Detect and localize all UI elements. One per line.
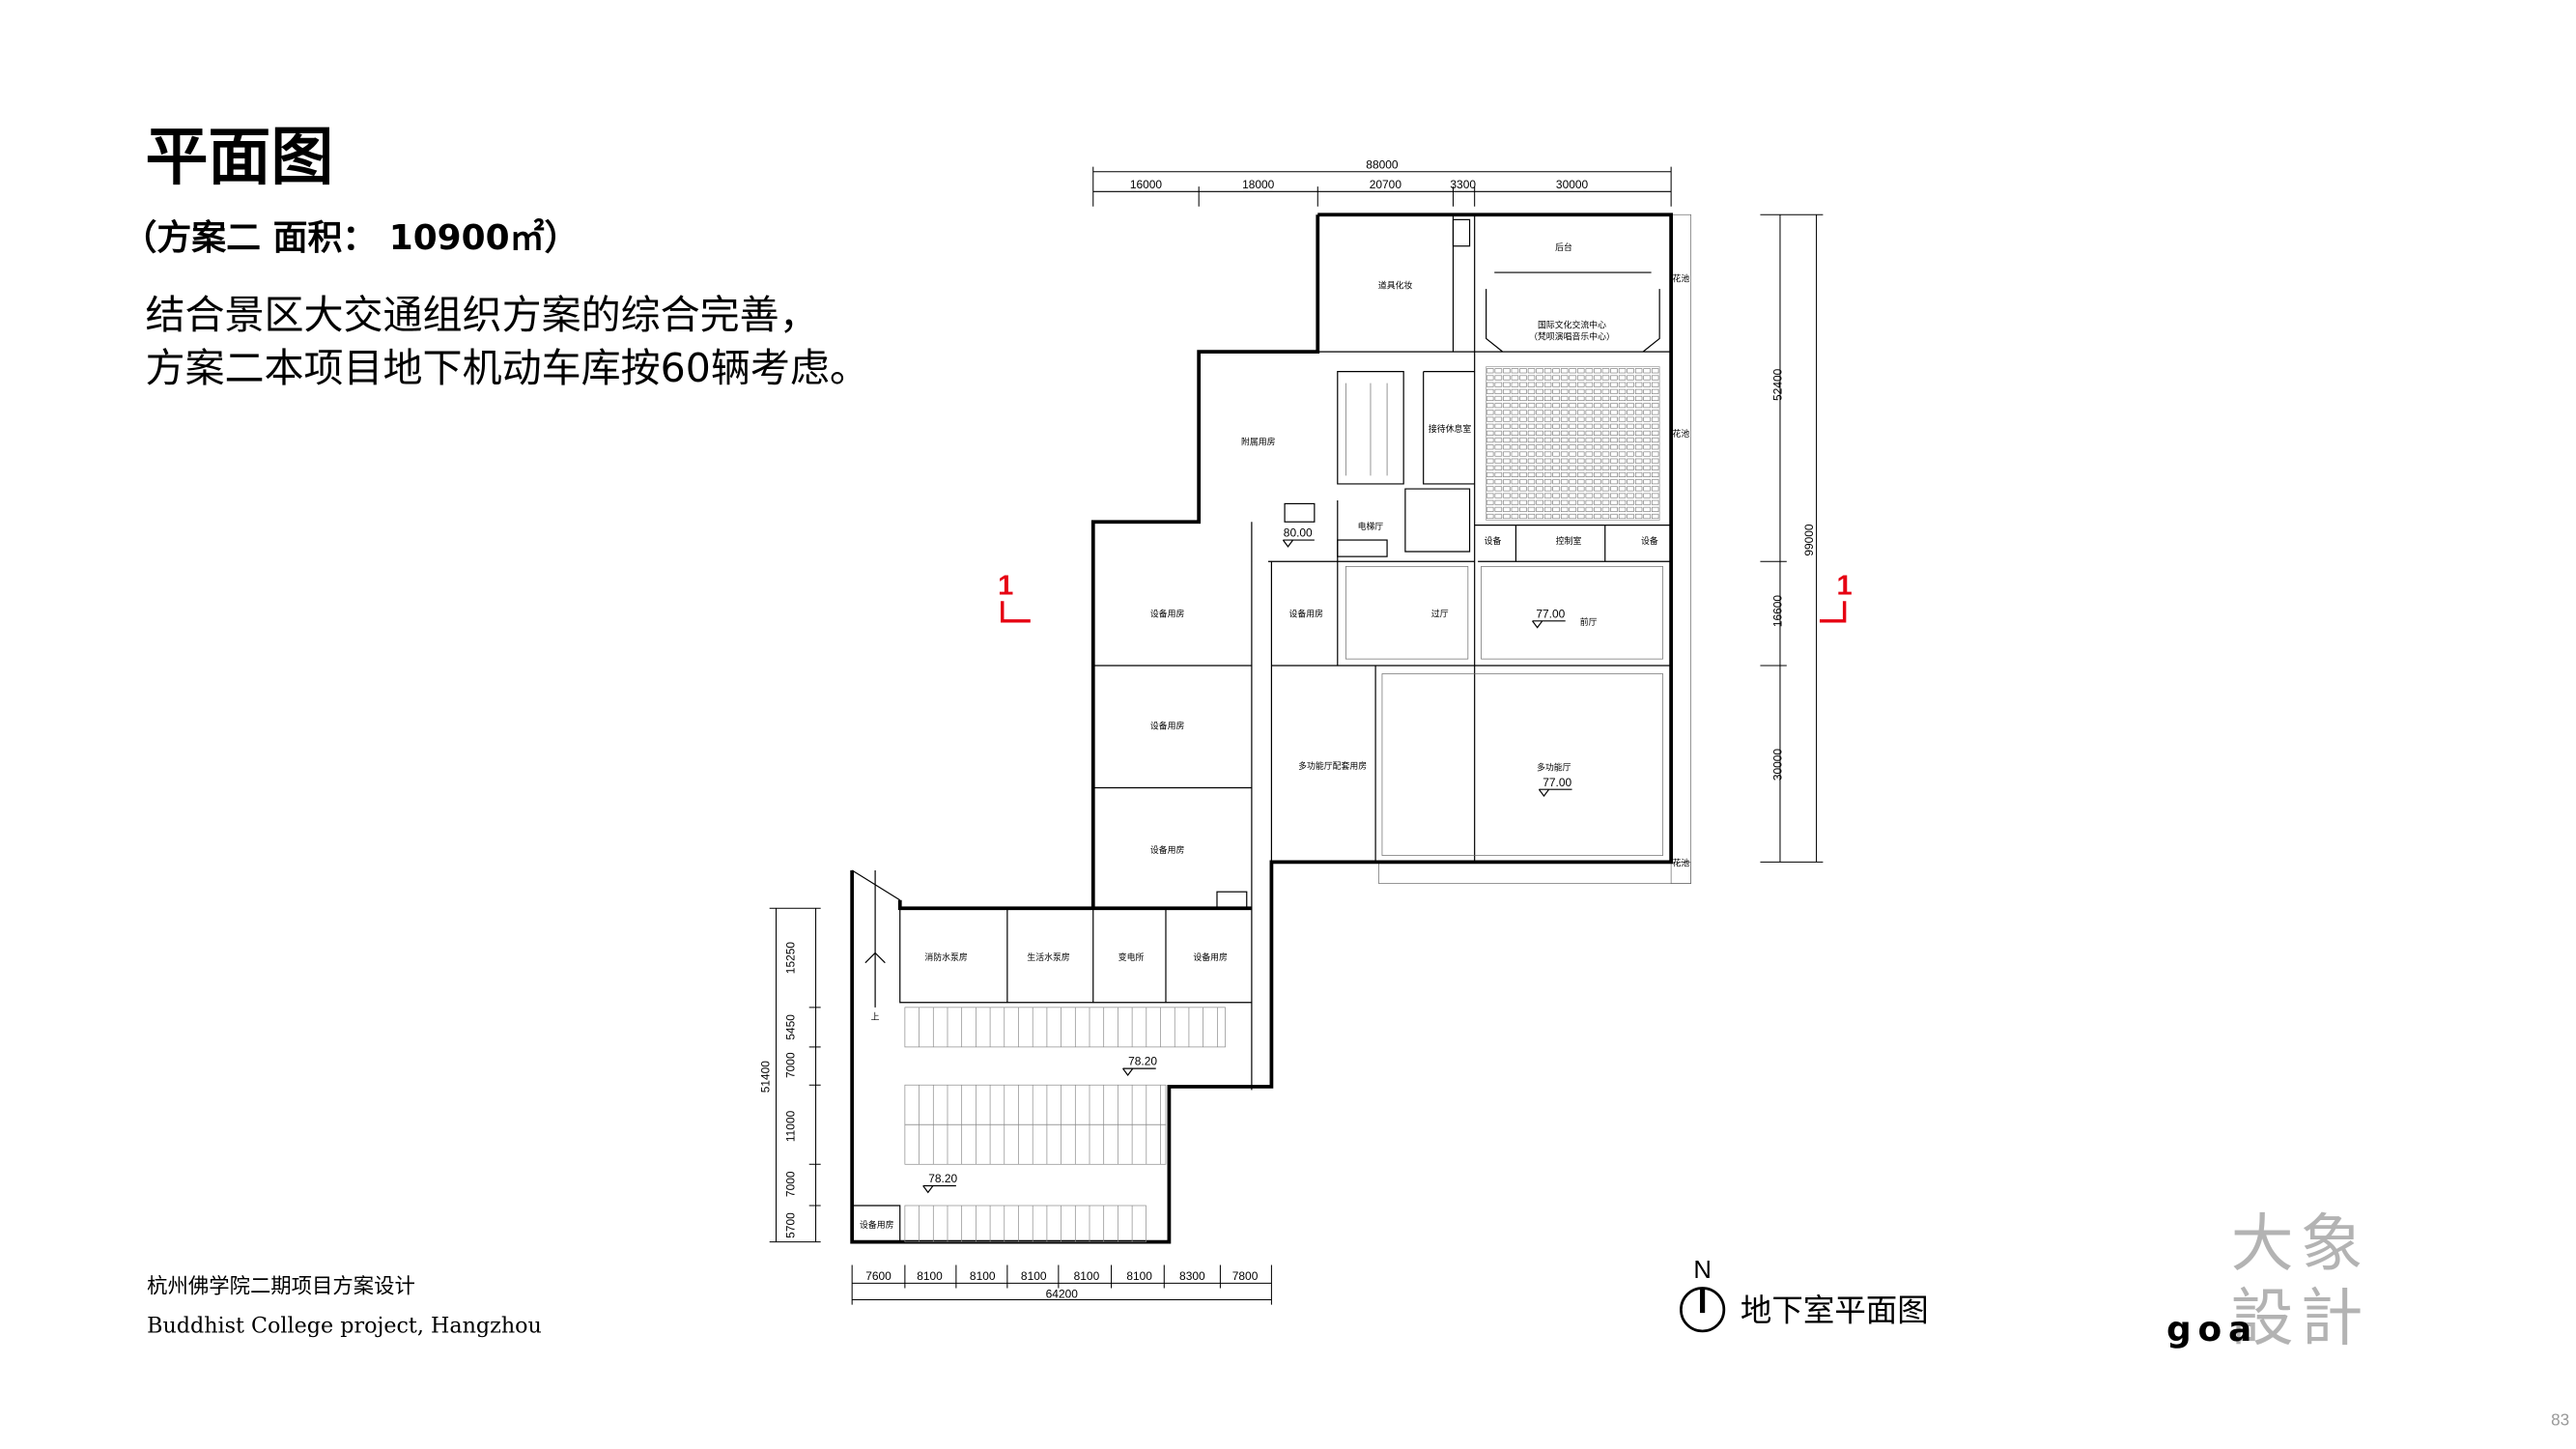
room-equipment-a: 设备 (1485, 535, 1502, 547)
room-backstage: 后台 (1555, 242, 1572, 253)
room-equipment-2: 设备用房 (1289, 608, 1324, 619)
planter-3: 花池 (1673, 858, 1690, 869)
room-front-hall: 前厅 (1580, 616, 1598, 628)
level-mark: 77.00 (1532, 607, 1566, 629)
svg-text:16600: 16600 (1771, 595, 1785, 628)
parking-row (904, 1084, 1167, 1125)
room-equipment-3: 设备用房 (1150, 721, 1185, 732)
project-name-cn: 杭州佛学院二期项目方案设计 (147, 1275, 415, 1299)
svg-text:7000: 7000 (783, 1052, 797, 1078)
room-equipment-5: 设备用房 (1193, 952, 1228, 963)
audience-seating (1486, 366, 1660, 521)
svg-text:1: 1 (998, 570, 1013, 601)
drawing-caption: 地下室平面图 (1741, 1293, 1929, 1329)
room-equipment-1: 设备用房 (1150, 608, 1185, 619)
room-equipment-6: 设备用房 (860, 1219, 894, 1231)
svg-text:7800: 7800 (1232, 1269, 1259, 1283)
svg-text:80.00: 80.00 (1284, 526, 1313, 540)
room-theater: 国际文化交流中心 (1538, 319, 1606, 330)
room-water-pump: 生活水泵房 (1027, 952, 1069, 963)
room-elevator-hall: 电梯厅 (1358, 521, 1384, 532)
room-equipment-b: 设备 (1641, 535, 1658, 547)
svg-text:78.20: 78.20 (928, 1172, 957, 1185)
room-reception: 接待休息室 (1429, 423, 1471, 435)
section-mark-right: 1 (1819, 570, 1853, 623)
room-multi-support: 多功能厅配套用房 (1298, 760, 1367, 772)
svg-text:64200: 64200 (1046, 1288, 1079, 1301)
up-arrow-icon (864, 952, 886, 964)
room-equipment-4: 设备用房 (1150, 844, 1185, 856)
section-mark-left: 1 (998, 570, 1031, 623)
level-mark: 77.00 (1538, 776, 1572, 798)
level-mark: 78.20 (922, 1172, 957, 1194)
ramp-up-label: 上 (871, 1012, 880, 1023)
svg-text:7600: 7600 (865, 1269, 892, 1283)
planter-2: 花池 (1673, 428, 1690, 440)
svg-text:77.00: 77.00 (1536, 607, 1565, 620)
svg-text:8100: 8100 (1021, 1269, 1047, 1283)
svg-text:1: 1 (1837, 570, 1853, 601)
svg-text:78.20: 78.20 (1128, 1055, 1157, 1068)
description-line-2: 方案二本项目地下机动车库按60辆考虑。 (145, 345, 868, 391)
svg-text:15250: 15250 (783, 942, 797, 975)
svg-text:5450: 5450 (783, 1014, 797, 1040)
svg-text:8100: 8100 (970, 1269, 996, 1283)
basement-floor-plan: 后台 道具化妆 国际文化交流中心 （梵呗演唱音乐中心） 附属用房 接待休息室 电… (759, 157, 1853, 1305)
level-mark: 80.00 (1282, 526, 1315, 548)
area-subtitle: （方案二 面积： 10900㎡） (123, 217, 580, 258)
svg-text:8100: 8100 (1126, 1269, 1152, 1283)
svg-text:30000: 30000 (1556, 178, 1589, 191)
room-multi-hall: 多功能厅 (1537, 761, 1571, 773)
parking-row (904, 1007, 1226, 1048)
svg-text:20700: 20700 (1370, 178, 1402, 191)
svg-text:30000: 30000 (1771, 749, 1785, 781)
svg-text:52400: 52400 (1771, 368, 1785, 401)
svg-text:8100: 8100 (1074, 1269, 1100, 1283)
goa-logo: 大象 設計 goa (2166, 1208, 2370, 1355)
svg-text:16000: 16000 (1130, 178, 1163, 191)
level-mark: 78.20 (1122, 1055, 1157, 1076)
svg-text:51400: 51400 (759, 1061, 773, 1094)
svg-text:77.00: 77.00 (1543, 776, 1571, 789)
parking-row (904, 1123, 1167, 1165)
room-control: 控制室 (1556, 535, 1582, 547)
description-line-1: 结合景区大交通组织方案的综合完善， (145, 292, 818, 338)
room-annex: 附属用房 (1241, 437, 1276, 448)
room-theater-sub: （梵呗演唱音乐中心） (1529, 330, 1615, 342)
page-title: 平面图 (145, 122, 333, 194)
svg-text:88000: 88000 (1366, 157, 1399, 171)
dims-right: 52400 16600 30000 99000 (1771, 368, 1816, 781)
svg-text:99000: 99000 (1802, 524, 1816, 556)
room-passage-hall: 过厅 (1431, 608, 1449, 619)
north-label: N (1693, 1257, 1712, 1284)
parking-row (904, 1205, 1146, 1242)
room-props-makeup: 道具化妆 (1378, 279, 1413, 291)
room-substation: 变电所 (1118, 952, 1145, 963)
svg-text:11000: 11000 (783, 1110, 797, 1142)
planter-1: 花池 (1673, 272, 1690, 284)
dims-left: 51400 15250 5450 7000 11000 7000 5700 (759, 942, 798, 1238)
dims-bottom: 7600 8100 8100 8100 8100 8100 8300 7800 … (865, 1269, 1258, 1301)
svg-text:5700: 5700 (783, 1212, 797, 1238)
page-number: 83 (2551, 1410, 2569, 1429)
north-arrow-icon (1680, 1287, 1726, 1333)
svg-text:18000: 18000 (1242, 178, 1275, 191)
svg-text:8100: 8100 (917, 1269, 943, 1283)
parking-stalls (904, 1007, 1226, 1242)
svg-text:3300: 3300 (1450, 178, 1476, 191)
svg-text:大象: 大象 (2231, 1208, 2370, 1281)
svg-text:goa: goa (2166, 1310, 2258, 1350)
room-fire-pump: 消防水泵房 (924, 952, 967, 963)
svg-text:7000: 7000 (783, 1171, 797, 1197)
dims-top: 88000 16000 18000 20700 3300 30000 (1130, 157, 1589, 191)
svg-text:設計: 設計 (2231, 1282, 2370, 1354)
svg-text:8300: 8300 (1179, 1269, 1205, 1283)
project-name-en: Buddhist College project, Hangzhou (147, 1314, 542, 1339)
